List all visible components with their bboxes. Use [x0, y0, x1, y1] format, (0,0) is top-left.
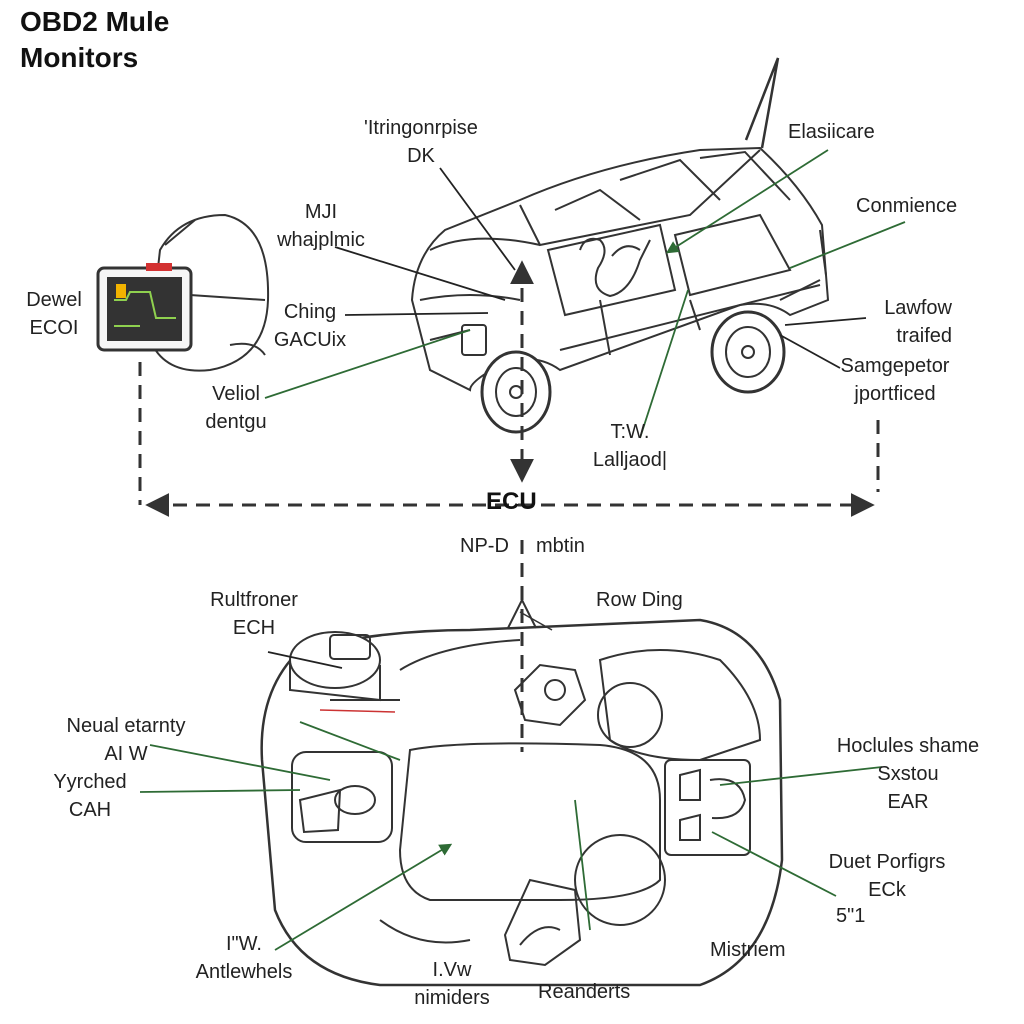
connection-arrow-icon	[138, 260, 880, 752]
label-yyrched: Yyrched CAH	[40, 768, 140, 824]
label-top-center: 'Itringonrpise DK	[346, 114, 496, 170]
label-mji-line-1: MJI	[304, 201, 338, 223]
label-reanderts: Reanderts	[538, 978, 630, 1006]
ecu-sub-right: mbtin	[536, 535, 585, 557]
label-scanner: Dewel ECOI	[14, 286, 94, 342]
title-line-2: Monitors	[20, 42, 139, 73]
label-rultfroner: Rultfroner ECH	[196, 586, 312, 642]
label-rultfroner-line-2: ECH	[232, 617, 276, 639]
label-mistriem-line-1: Mistriem	[710, 939, 786, 961]
label-lawfow-line-2: traifed	[896, 325, 952, 347]
label-veliol-line-1: Veliol	[212, 383, 260, 405]
label-lawfow-line-1: Lawfow	[884, 297, 952, 319]
label-veliol-line-2: dentgu	[205, 411, 267, 433]
label-row-ding-line-1: Row Ding	[596, 589, 683, 611]
label-duet-line-1: Duet Porfigrs	[828, 851, 946, 873]
label-mji-line-2: whajplmic	[277, 229, 365, 251]
label-antlewhels-line-1: I"W.	[226, 933, 262, 955]
label-rultfroner-line-1: Rultfroner	[210, 589, 298, 611]
label-veliol: Veliol dentgu	[196, 380, 276, 436]
label-neual-line-2: AI W	[104, 743, 148, 765]
label-samgepetor: Samgepetor jportficed	[826, 352, 964, 408]
label-top-right: Elasiicare	[788, 118, 875, 146]
label-mji: MJI whajplmic	[266, 198, 376, 254]
label-top-center-line-1: 'Itringonrpise	[364, 117, 478, 139]
label-antlewhels: I"W. Antlewhels	[186, 930, 302, 986]
label-nimiders-line-2: nimiders	[414, 987, 490, 1009]
label-samgepetor-line-1: Samgepetor	[840, 355, 950, 377]
label-ching: Ching GACUix	[262, 298, 358, 354]
label-samgepetor-line-2: jportficed	[854, 383, 936, 405]
label-top-center-line-2: DK	[407, 145, 435, 167]
label-hoclules: Hoclules shame Sxstou EAR	[826, 732, 990, 816]
label-tw-line-1: T:W.	[610, 421, 650, 443]
label-tw: T:W. Lalljaod|	[580, 418, 680, 474]
label-antlewhels-line-2: Antlewhels	[195, 961, 293, 983]
label-reanderts-line-1: Reanderts	[538, 981, 631, 1003]
label-nimiders-line-1: I.Vw	[432, 959, 472, 981]
label-nimiders: I.Vw nimiders	[400, 956, 504, 1012]
label-yyrched-line-2: CAH	[68, 799, 112, 821]
label-row-ding: Row Ding	[596, 586, 683, 614]
label-hoclules-line-1: Hoclules shame	[836, 735, 980, 757]
label-duet: Duet Porfigrs ECk	[816, 848, 958, 904]
ecu-sub-left: NP-D	[460, 535, 509, 557]
label-duet-sub: 5"1	[836, 902, 865, 930]
label-neual: Neual etarnty AI W	[56, 712, 196, 768]
diagram-title: OBD2 Mule Monitors	[20, 4, 169, 76]
label-yyrched-line-1: Yyrched	[53, 771, 127, 793]
label-mistriem: Mistriem	[710, 936, 786, 964]
label-scanner-line-2: ECOI	[29, 317, 79, 339]
label-duet-line-2: ECk	[868, 879, 906, 901]
label-duet-line-3: 5"1	[836, 905, 866, 927]
label-ching-line-1: Ching	[283, 301, 337, 323]
label-conmience-line-1: Conmience	[856, 195, 958, 217]
title-line-1: OBD2 Mule	[20, 6, 170, 37]
obd-scanner-icon	[96, 213, 270, 372]
label-neual-line-1: Neual etarnty	[66, 715, 186, 737]
label-scanner-line-1: Dewel	[26, 289, 82, 311]
label-tw-line-2: Lalljaod|	[592, 449, 668, 471]
label-hoclules-line-2: Sxstou	[877, 763, 939, 785]
label-top-right-line-1: Elasiicare	[788, 121, 875, 143]
label-hoclules-line-3: EAR	[887, 791, 929, 813]
label-ching-line-2: GACUix	[273, 329, 347, 351]
ecu-label: ECU	[486, 488, 537, 515]
label-conmience: Conmience	[856, 192, 957, 220]
engine-bay-icon	[260, 618, 784, 987]
label-lawfow: Lawfow traifed	[856, 294, 952, 350]
